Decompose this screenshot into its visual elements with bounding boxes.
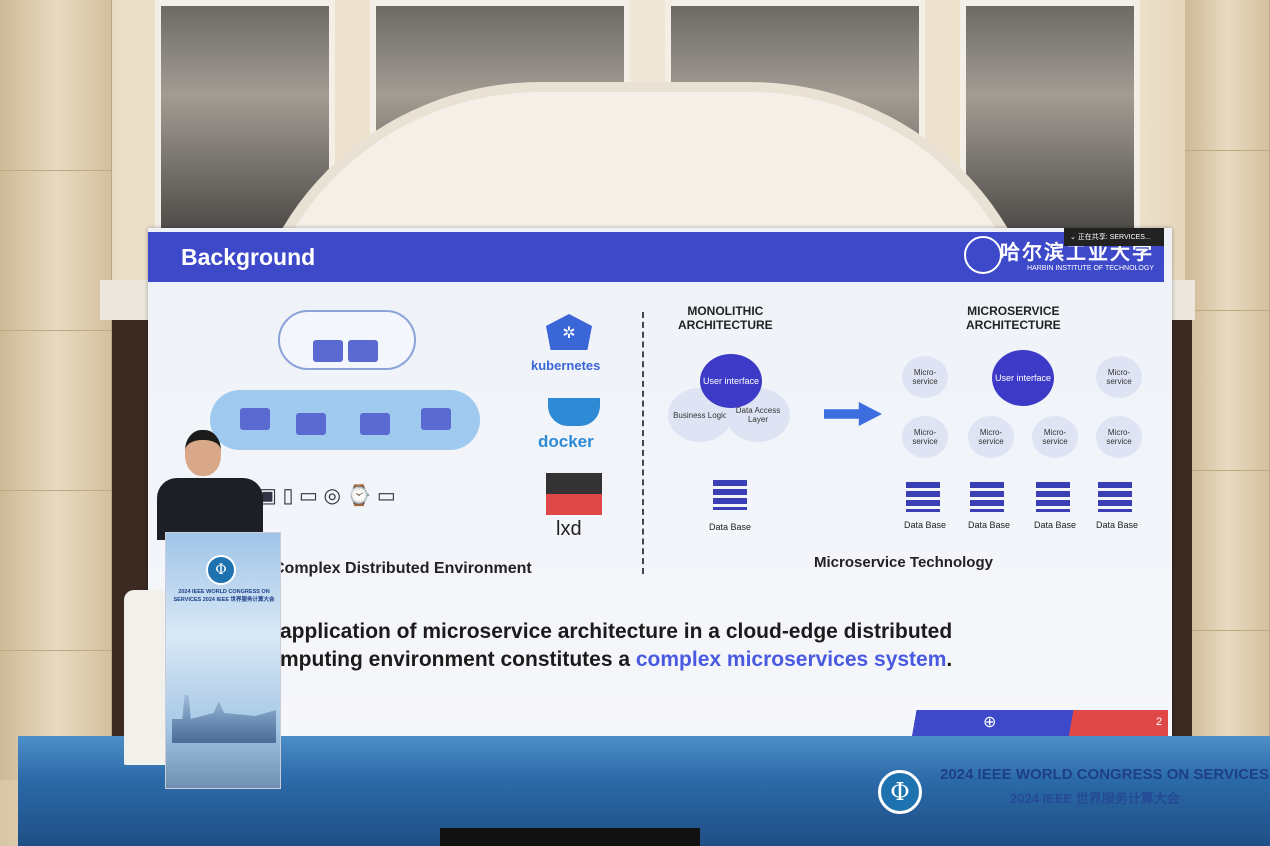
microservice-node: Micro-service xyxy=(1096,356,1142,398)
database-icon xyxy=(906,482,940,512)
right-caption: Microservice Technology xyxy=(814,554,993,571)
database-icon xyxy=(970,482,1004,512)
footer-logo-icon: ⊕ xyxy=(983,714,997,731)
screen-share-text: 正在共享: SERVICES... xyxy=(1077,234,1151,241)
slide-footer-band xyxy=(888,710,1168,740)
database-label: Data Base xyxy=(1096,520,1139,530)
server-icon xyxy=(313,340,343,362)
speaker xyxy=(157,430,263,540)
chair xyxy=(124,590,170,765)
server-icon xyxy=(296,413,326,435)
microservice-node: Micro-service xyxy=(1096,416,1142,458)
arrow-right-icon xyxy=(824,402,882,426)
database-icon xyxy=(1036,482,1070,512)
iot-devices-icons: ▣ ▯ ▭ ◎ ⌚ ▭ xyxy=(258,485,396,507)
podium-text: 2024 IEEE WORLD CONGRESS ON SERVICES 202… xyxy=(173,589,275,603)
database-label: Data Base xyxy=(904,520,947,530)
server-icon xyxy=(348,340,378,362)
left-caption: Complex Distributed Environment xyxy=(273,560,532,577)
speaker-shirt xyxy=(157,478,263,540)
body-line-1: application of microservice architecture… xyxy=(280,620,953,643)
docker-icon xyxy=(548,398,600,426)
kubernetes-icon: ✲ xyxy=(546,314,592,350)
user-interface-node: User interface xyxy=(992,350,1054,406)
database-label: Data Base xyxy=(709,522,752,532)
server-icon xyxy=(360,413,390,435)
server-icon xyxy=(240,408,270,430)
kubernetes-label: kubernetes xyxy=(531,358,601,373)
congress-logo-icon: Φ xyxy=(878,770,922,814)
database-label: Data Base xyxy=(1034,520,1077,530)
window xyxy=(960,0,1140,235)
university-name-en: HARBIN INSTITUTE OF TECHNOLOGY xyxy=(1026,265,1154,272)
database-icon xyxy=(1098,482,1132,512)
city-skyline xyxy=(172,695,276,743)
speaker-head xyxy=(185,430,221,476)
microservice-node: Micro-service xyxy=(902,416,948,458)
university-logo: 哈尔滨工业大学 HARBIN INSTITUTE OF TECHNOLOGY xyxy=(1000,236,1154,272)
microservice-node: Micro-service xyxy=(902,356,948,398)
microservice-node: Micro-service xyxy=(1032,416,1078,458)
server-icon xyxy=(421,408,451,430)
presentation-slide: Background 哈尔滨工业大学 HARBIN INSTITUTE OF T… xyxy=(148,228,1172,744)
podium-logo-icon: Φ xyxy=(206,555,236,585)
congress-title-cn: 2024 IEEE 世界服务计算大会 xyxy=(1010,791,1180,806)
cloud-icon xyxy=(278,310,416,370)
user-interface-node: User interface xyxy=(700,354,762,408)
university-name-cn: 哈尔滨工业大学 xyxy=(1000,242,1154,264)
lxd-label: lxd xyxy=(556,518,582,540)
body-line-2: mputing environment constitutes a comple… xyxy=(280,648,953,671)
slide-header: Background 哈尔滨工业大学 HARBIN INSTITUTE OF T… xyxy=(148,228,1164,282)
left-pillar xyxy=(0,0,112,780)
university-seal-icon xyxy=(964,236,1002,274)
lxd-icon xyxy=(546,473,602,515)
page-number: 2 xyxy=(1156,716,1163,728)
congress-title: 2024 IEEE WORLD CONGRESS ON SERVICES xyxy=(940,766,1269,783)
highlight-text: complex microservices system xyxy=(635,648,947,671)
right-pillar xyxy=(1185,0,1270,780)
slide-title: Background xyxy=(181,244,316,270)
screen-share-banner[interactable]: ⌄ 正在共享: SERVICES... xyxy=(1064,228,1164,246)
docker-label: docker xyxy=(538,432,594,451)
database-icon xyxy=(713,480,747,510)
podium: Φ 2024 IEEE WORLD CONGRESS ON SERVICES 2… xyxy=(165,532,281,789)
microservice-node: Micro-service xyxy=(968,416,1014,458)
stage-monitor xyxy=(440,828,700,846)
congress-banner: Φ 2024 IEEE WORLD CONGRESS ON SERVICES 2… xyxy=(860,760,1270,846)
divider xyxy=(642,312,644,574)
database-label: Data Base xyxy=(968,520,1011,530)
